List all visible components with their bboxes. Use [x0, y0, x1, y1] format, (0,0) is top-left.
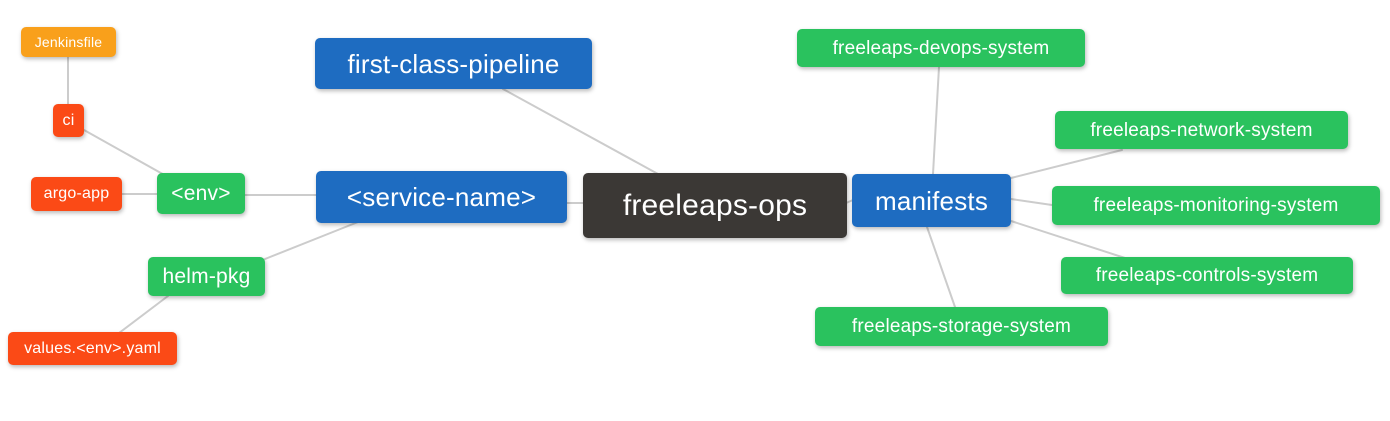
node-env[interactable]: <env>: [157, 173, 245, 214]
edge-manifests-to-freeleaps-devops-system: [932, 66, 940, 175]
edge-manifests-to-freeleaps-monitoring-system: [1010, 198, 1053, 206]
node-manifests[interactable]: manifests: [852, 174, 1011, 227]
node-values-env-yaml[interactable]: values.<env>.yaml: [8, 332, 177, 365]
edge-manifests-to-freeleaps-network-system: [1010, 149, 1123, 179]
node-service-name[interactable]: <service-name>: [316, 171, 567, 223]
edge-values-env-yaml-to-helm-pkg: [118, 295, 169, 334]
node-freeleaps-ops[interactable]: freeleaps-ops: [583, 173, 847, 238]
node-freeleaps-network-system[interactable]: freeleaps-network-system: [1055, 111, 1348, 149]
node-ci[interactable]: ci: [53, 104, 84, 137]
node-jenkinsfile[interactable]: Jenkinsfile: [21, 27, 116, 57]
node-freeleaps-controls-system[interactable]: freeleaps-controls-system: [1061, 257, 1353, 294]
node-freeleaps-storage-system[interactable]: freeleaps-storage-system: [815, 307, 1108, 346]
edge-ci-to-env: [83, 129, 169, 178]
node-helm-pkg[interactable]: helm-pkg: [148, 257, 265, 296]
edge-first-class-pipeline-to-freeleaps-ops: [502, 88, 659, 175]
node-freeleaps-monitoring-system[interactable]: freeleaps-monitoring-system: [1052, 186, 1380, 225]
node-first-class-pipeline[interactable]: first-class-pipeline: [315, 38, 592, 89]
node-argo-app[interactable]: argo-app: [31, 177, 122, 211]
node-freeleaps-devops-system[interactable]: freeleaps-devops-system: [797, 29, 1085, 67]
edge-manifests-to-freeleaps-controls-system: [1010, 220, 1126, 259]
edge-manifests-to-freeleaps-storage-system: [926, 226, 956, 308]
edge-helm-pkg-to-service-name: [264, 221, 359, 260]
